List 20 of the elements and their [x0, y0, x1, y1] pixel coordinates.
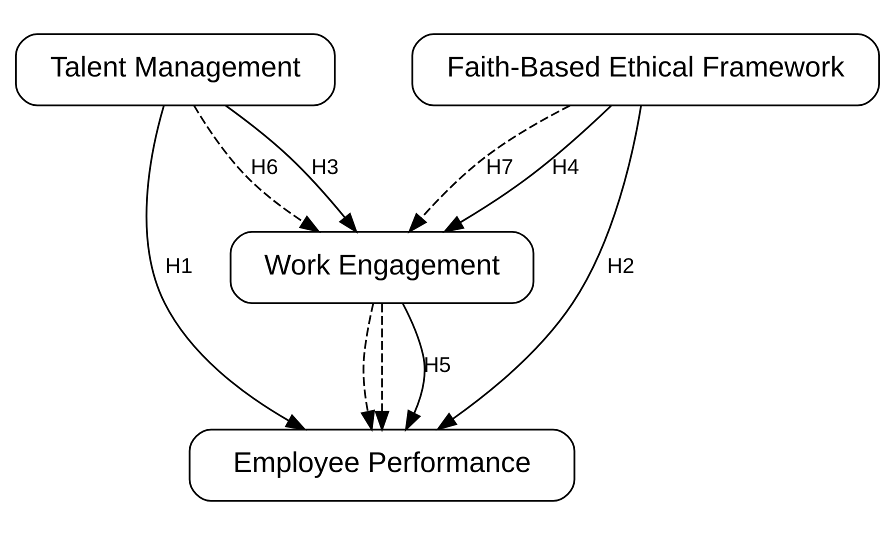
arrow: [225, 104, 358, 234]
node-box: Employee Performance: [188, 428, 576, 502]
edge-label: H5: [424, 352, 451, 377]
node-box: Work Engagement: [230, 230, 534, 304]
node-box: Talent Management: [15, 33, 336, 106]
edge-label: H2: [607, 254, 634, 278]
arrow: [374, 304, 390, 432]
edge-label: H1: [165, 254, 193, 278]
arrow: [436, 105, 642, 431]
edge-label: H6: [250, 155, 278, 180]
arrow: [193, 105, 321, 234]
edge-label: H7: [486, 155, 514, 180]
arrow: [402, 303, 426, 432]
edge-label: H3: [311, 155, 339, 180]
arrow: [442, 105, 612, 233]
edge-label: H4: [552, 155, 580, 180]
arrow: [408, 104, 570, 234]
arrow: [360, 302, 376, 432]
arrow: [146, 106, 308, 431]
node-box: Faith-Based Ethical Framework: [411, 33, 880, 106]
